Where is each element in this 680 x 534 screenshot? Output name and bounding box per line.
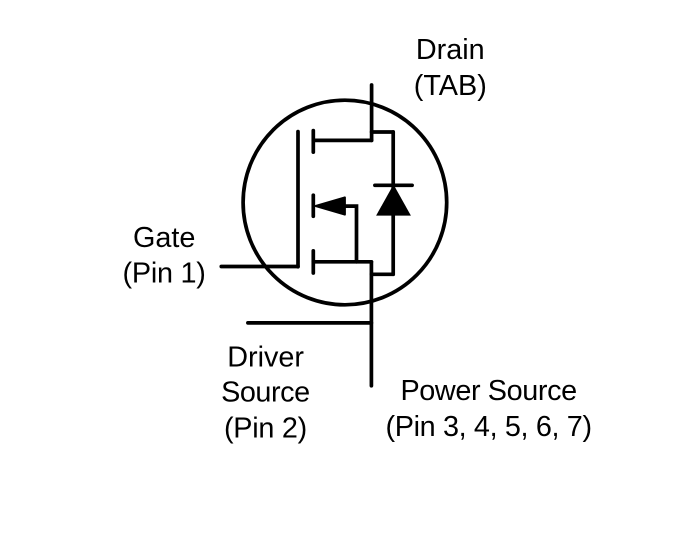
svg-text:Driver: Driver bbox=[227, 342, 304, 374]
svg-text:Gate: Gate bbox=[133, 222, 195, 254]
svg-text:(TAB): (TAB) bbox=[414, 70, 487, 102]
svg-text:(Pin 2): (Pin 2) bbox=[224, 413, 307, 445]
svg-text:Drain: Drain bbox=[416, 34, 485, 66]
svg-text:(Pin 3, 4, 5, 6, 7): (Pin 3, 4, 5, 6, 7) bbox=[386, 411, 593, 443]
svg-text:Source: Source bbox=[221, 377, 310, 409]
svg-text:(Pin 1): (Pin 1) bbox=[123, 258, 206, 290]
svg-text:Power Source: Power Source bbox=[400, 375, 577, 407]
